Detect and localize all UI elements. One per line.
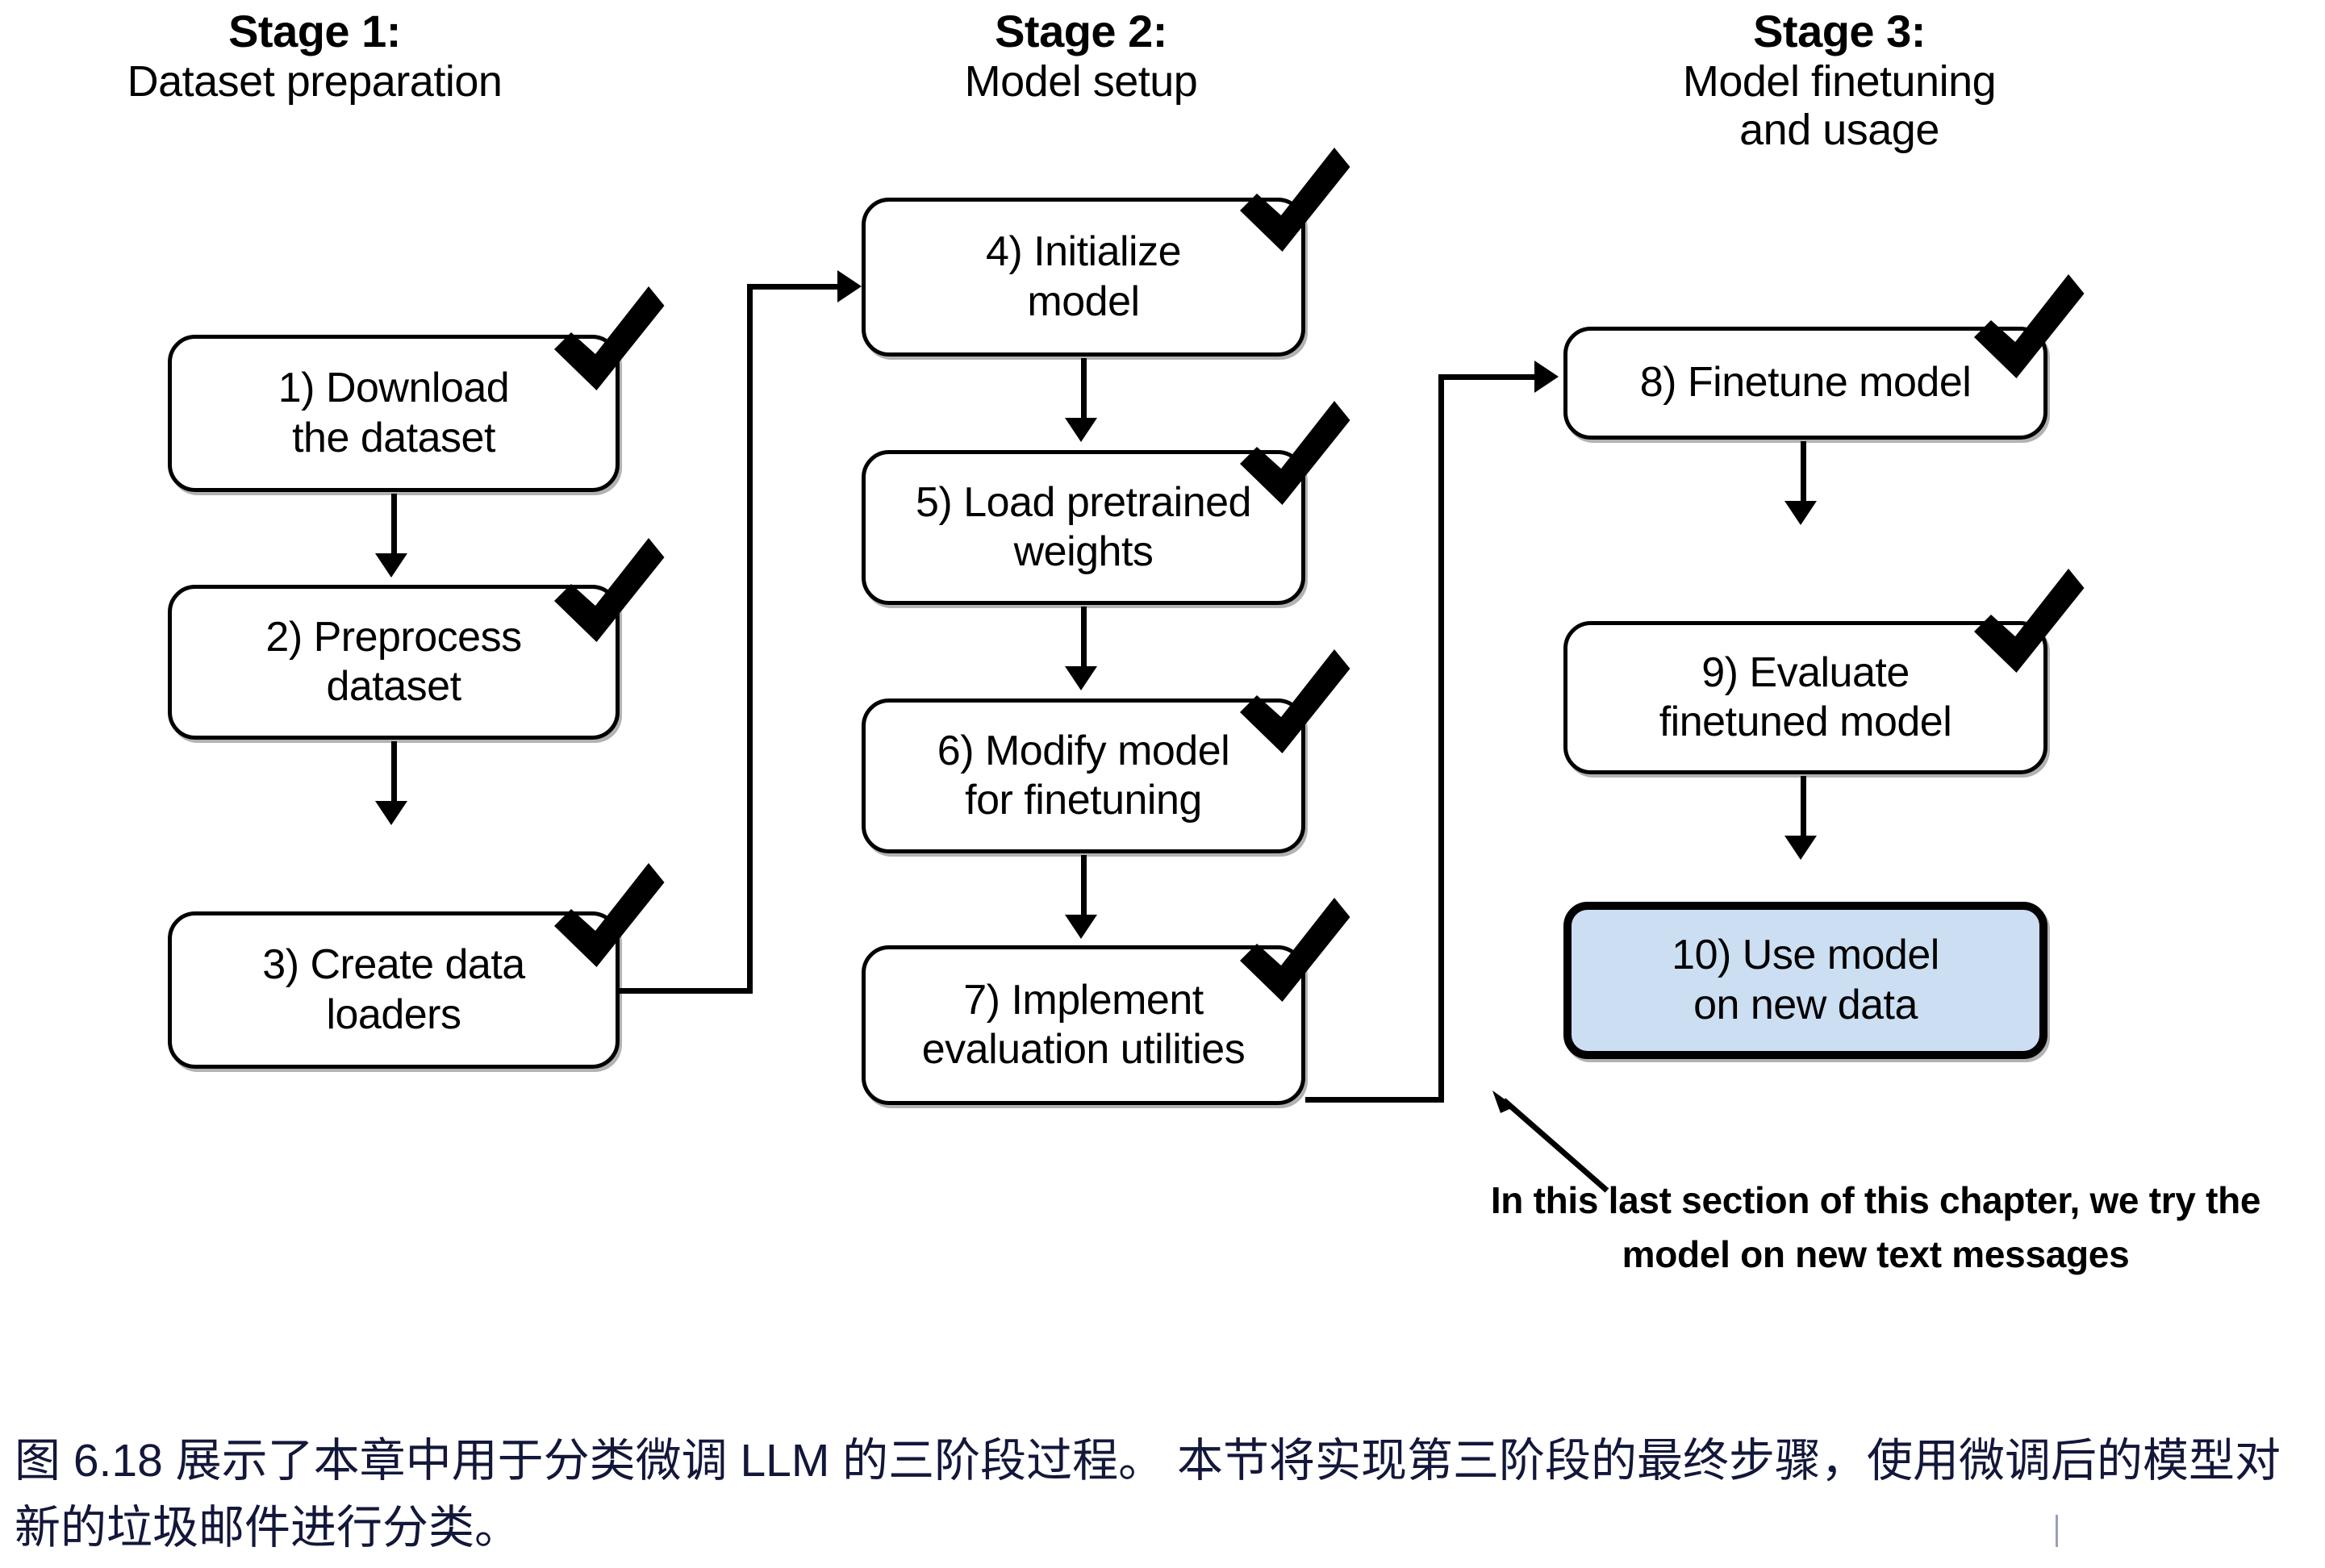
stage-2-subtitle: Model setup (964, 56, 1198, 106)
arrow-down-icon (1784, 501, 1817, 525)
connector-stage2-to-stage3-horizontal-lower (1305, 1097, 1444, 1103)
annotation-text: In this last section of this chapter, we… (1490, 1179, 2261, 1275)
figure-caption: 图 6.18 展示了本章中用于分类微调 LLM 的三阶段过程。 本节将实现第三阶… (15, 1435, 2281, 1553)
flow-node-3-label: 3) Create data loaders (262, 941, 525, 1038)
flow-node-1-label: 1) Download the dataset (278, 365, 510, 461)
flow-node-10-label: 10) Use model on new data (1672, 932, 1939, 1028)
check-icon (1967, 557, 2088, 678)
flow-node-8-label: 8) Finetune model (1639, 359, 1972, 407)
stage-3-heading: Stage 3: Model finetuning and usage (1517, 6, 2162, 155)
flow-node-2-label: 2) Preprocess dataset (265, 613, 522, 710)
connector-8-to-9 (1801, 441, 1806, 504)
arrow-down-icon (1065, 915, 1097, 939)
connector-1-to-2 (391, 494, 397, 557)
flow-node-4-label: 4) Initialize model (985, 228, 1182, 325)
connector-stage1-to-stage2-horizontal-lower (620, 988, 753, 994)
flow-node-4-initialize-model[interactable]: 4) Initialize model (862, 198, 1305, 357)
connector-stage1-to-stage2-horizontal-upper (747, 284, 840, 290)
check-icon (547, 274, 668, 395)
arrow-down-icon (375, 553, 407, 578)
stage-3-subtitle: Model finetuning and usage (1682, 56, 1997, 155)
flow-node-9-evaluate-finetuned-model[interactable]: 9) Evaluate finetuned model (1563, 621, 2047, 774)
check-icon (1233, 886, 1354, 1007)
flow-node-5-load-pretrained-weights[interactable]: 5) Load pretrained weights (862, 450, 1305, 605)
check-icon (1233, 389, 1354, 510)
stage-1-heading: Stage 1: Dataset preparation (32, 6, 597, 106)
flow-node-7-label: 7) Implement evaluation utilities (921, 976, 1246, 1073)
flow-node-3-create-data-loaders[interactable]: 3) Create data loaders (168, 911, 620, 1069)
flow-node-6-modify-model-for-finetuning[interactable]: 6) Modify model for finetuning (862, 699, 1305, 853)
arrow-down-icon (1065, 418, 1097, 442)
arrow-right-icon (837, 270, 862, 302)
connector-2-to-3 (391, 741, 397, 804)
stage-2-heading: Stage 2: Model setup (799, 6, 1363, 106)
stage-1-title: Stage 1: (228, 6, 401, 56)
check-icon (547, 526, 668, 647)
stage-2-title: Stage 2: (995, 6, 1167, 56)
flow-node-2-preprocess-dataset[interactable]: 2) Preprocess dataset (168, 585, 620, 740)
stage-3-title: Stage 3: (1753, 6, 1926, 56)
check-icon (1967, 262, 2088, 383)
arrow-down-icon (1784, 836, 1817, 860)
connector-6-to-7 (1081, 855, 1087, 918)
connector-stage2-to-stage3-horizontal-upper (1438, 374, 1537, 380)
flow-node-10-use-model-on-new-data[interactable]: 10) Use model on new data (1563, 902, 2047, 1059)
stage-1-subtitle: Dataset preparation (127, 56, 503, 106)
flow-node-7-implement-evaluation-utilities[interactable]: 7) Implement evaluation utilities (862, 945, 1305, 1105)
connector-stage1-to-stage2-vertical (747, 284, 753, 994)
check-icon (547, 851, 668, 972)
check-icon (1233, 637, 1354, 758)
flow-node-8-finetune-model[interactable]: 8) Finetune model (1563, 327, 2047, 440)
arrow-right-icon (1534, 361, 1559, 393)
page-margin-rule (2056, 1515, 2058, 1547)
arrow-down-icon (375, 801, 407, 825)
flow-node-1-download-the-dataset[interactable]: 1) Download the dataset (168, 335, 620, 492)
connector-stage2-to-stage3-vertical (1438, 374, 1444, 1103)
connector-5-to-6 (1081, 607, 1087, 669)
arrow-down-icon (1065, 666, 1097, 690)
connector-9-to-10 (1801, 776, 1806, 839)
flow-node-9-label: 9) Evaluate finetuned model (1659, 648, 1952, 745)
check-icon (1233, 136, 1354, 256)
callout-arrow-icon (1484, 1089, 1613, 1194)
flow-node-6-label: 6) Modify model for finetuning (937, 727, 1230, 824)
connector-4-to-5 (1081, 358, 1087, 421)
flow-node-5-label: 5) Load pretrained weights (916, 478, 1251, 575)
